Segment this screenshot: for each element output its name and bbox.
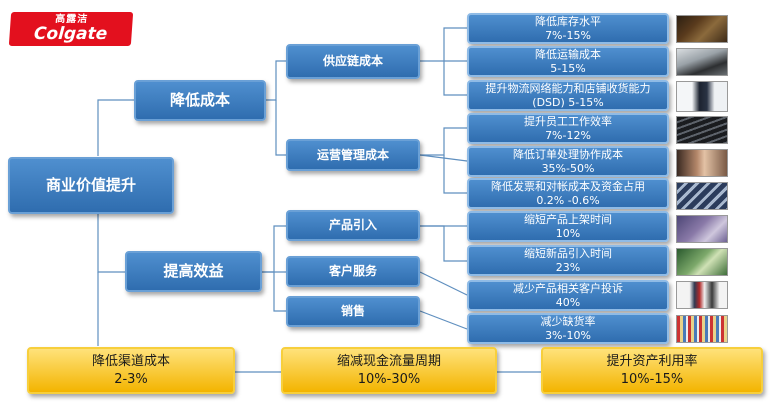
leaf-title: 提升物流网络能力和店铺收货能力(DSD) 5-15% bbox=[485, 81, 651, 109]
leaf-title: 降低订单处理协作成本 bbox=[513, 147, 623, 161]
leaf-staff-efficiency: 提升员工工作效率 7%-12% bbox=[467, 113, 669, 144]
shoppers-photo bbox=[676, 281, 728, 309]
logo-brand-text: Colgate bbox=[33, 24, 108, 44]
root-node: 商业价值提升 bbox=[8, 157, 174, 214]
leaf-value: 0.2% -0.6% bbox=[536, 193, 600, 207]
outcome-title: 提升资产利用率 bbox=[606, 353, 698, 369]
leaf-value: 7%-12% bbox=[545, 128, 591, 142]
sub-supply-chain-label: 供应链成本 bbox=[322, 54, 383, 68]
outcome-title: 缩减现金流量周期 bbox=[336, 353, 441, 369]
leaf-inventory: 降低库存水平 7%-15% bbox=[467, 13, 669, 44]
sub-customer-label: 客户服务 bbox=[328, 264, 377, 278]
leaf-logistics: 提升物流网络能力和店铺收货能力(DSD) 5-15% bbox=[467, 80, 669, 111]
leaf-title: 降低库存水平 bbox=[535, 14, 601, 28]
leaf-value: 10% bbox=[555, 226, 581, 240]
boxes-photo bbox=[676, 15, 728, 43]
leaf-value: 40% bbox=[555, 295, 581, 309]
sub-sales: 销售 bbox=[286, 296, 420, 327]
outcome-asset-utilization: 提升资产利用率 10%-15% bbox=[541, 347, 763, 394]
outcome-value: 10%-30% bbox=[357, 371, 421, 387]
leaf-title: 降低运输成本 bbox=[535, 47, 601, 61]
truck-photo bbox=[676, 48, 728, 76]
calculator-photo bbox=[676, 182, 728, 210]
sub-operations-label: 运营管理成本 bbox=[316, 147, 389, 162]
leaf-order-processing: 降低订单处理协作成本 35%-50% bbox=[467, 146, 669, 177]
leaf-title: 减少缺货率 bbox=[540, 314, 596, 328]
outcome-value: 10%-15% bbox=[620, 371, 684, 387]
sub-customer-service: 客户服务 bbox=[286, 256, 420, 287]
leaf-stockout: 减少缺货率 3%-10% bbox=[467, 313, 669, 344]
leaf-title: 降低发票和对帐成本及资金占用 bbox=[491, 179, 645, 193]
sub-sales-label: 销售 bbox=[340, 304, 365, 318]
outcome-cash-cycle: 缩减现金流量周期 10%-30% bbox=[281, 347, 497, 394]
leaf-value: 3%-10% bbox=[545, 328, 591, 342]
branch-efficiency-label: 提高效益 bbox=[163, 262, 224, 281]
branch-cost-reduction: 降低成本 bbox=[134, 80, 266, 121]
office-woman-photo bbox=[676, 149, 728, 177]
leaf-title: 缩短新品引入时间 bbox=[524, 246, 612, 260]
leaf-invoice: 降低发票和对帐成本及资金占用 0.2% -0.6% bbox=[467, 178, 669, 209]
store-shelf-photo bbox=[676, 315, 728, 343]
leaf-title: 提升员工工作效率 bbox=[524, 114, 612, 128]
leaf-value: 23% bbox=[555, 260, 581, 274]
branch-efficiency: 提高效益 bbox=[125, 251, 262, 292]
outcome-channel-cost: 降低渠道成本 2-3% bbox=[27, 347, 235, 394]
leaf-title: 缩短产品上架时间 bbox=[524, 212, 612, 226]
keyboard-photo bbox=[676, 116, 728, 144]
leaf-value: 35%-50% bbox=[541, 161, 595, 175]
root-label: 商业价值提升 bbox=[45, 176, 136, 195]
money-photo bbox=[676, 248, 728, 276]
outcome-value: 2-3% bbox=[114, 371, 148, 387]
leaf-value: 5-15% bbox=[550, 61, 586, 75]
office-desk-photo bbox=[676, 215, 728, 243]
leaf-value: 7%-15% bbox=[545, 28, 591, 42]
leaf-transport: 降低运输成本 5-15% bbox=[467, 46, 669, 77]
sub-product-label: 产品引入 bbox=[328, 218, 377, 232]
leaf-title: 减少产品相关客户投诉 bbox=[513, 281, 623, 295]
leaf-complaints: 减少产品相关客户投诉 40% bbox=[467, 280, 669, 311]
colgate-logo: 高露洁 Colgate bbox=[8, 12, 134, 46]
walking-person-photo bbox=[676, 81, 728, 112]
branch-cost-label: 降低成本 bbox=[169, 91, 230, 110]
outcome-title: 降低渠道成本 bbox=[91, 353, 170, 369]
sub-operations: 运营管理成本 bbox=[286, 139, 420, 171]
leaf-shelf-time: 缩短产品上架时间 10% bbox=[467, 211, 669, 242]
sub-supply-chain: 供应链成本 bbox=[286, 44, 420, 79]
sub-product-introduction: 产品引入 bbox=[286, 210, 420, 241]
leaf-new-product: 缩短新品引入时间 23% bbox=[467, 245, 669, 276]
